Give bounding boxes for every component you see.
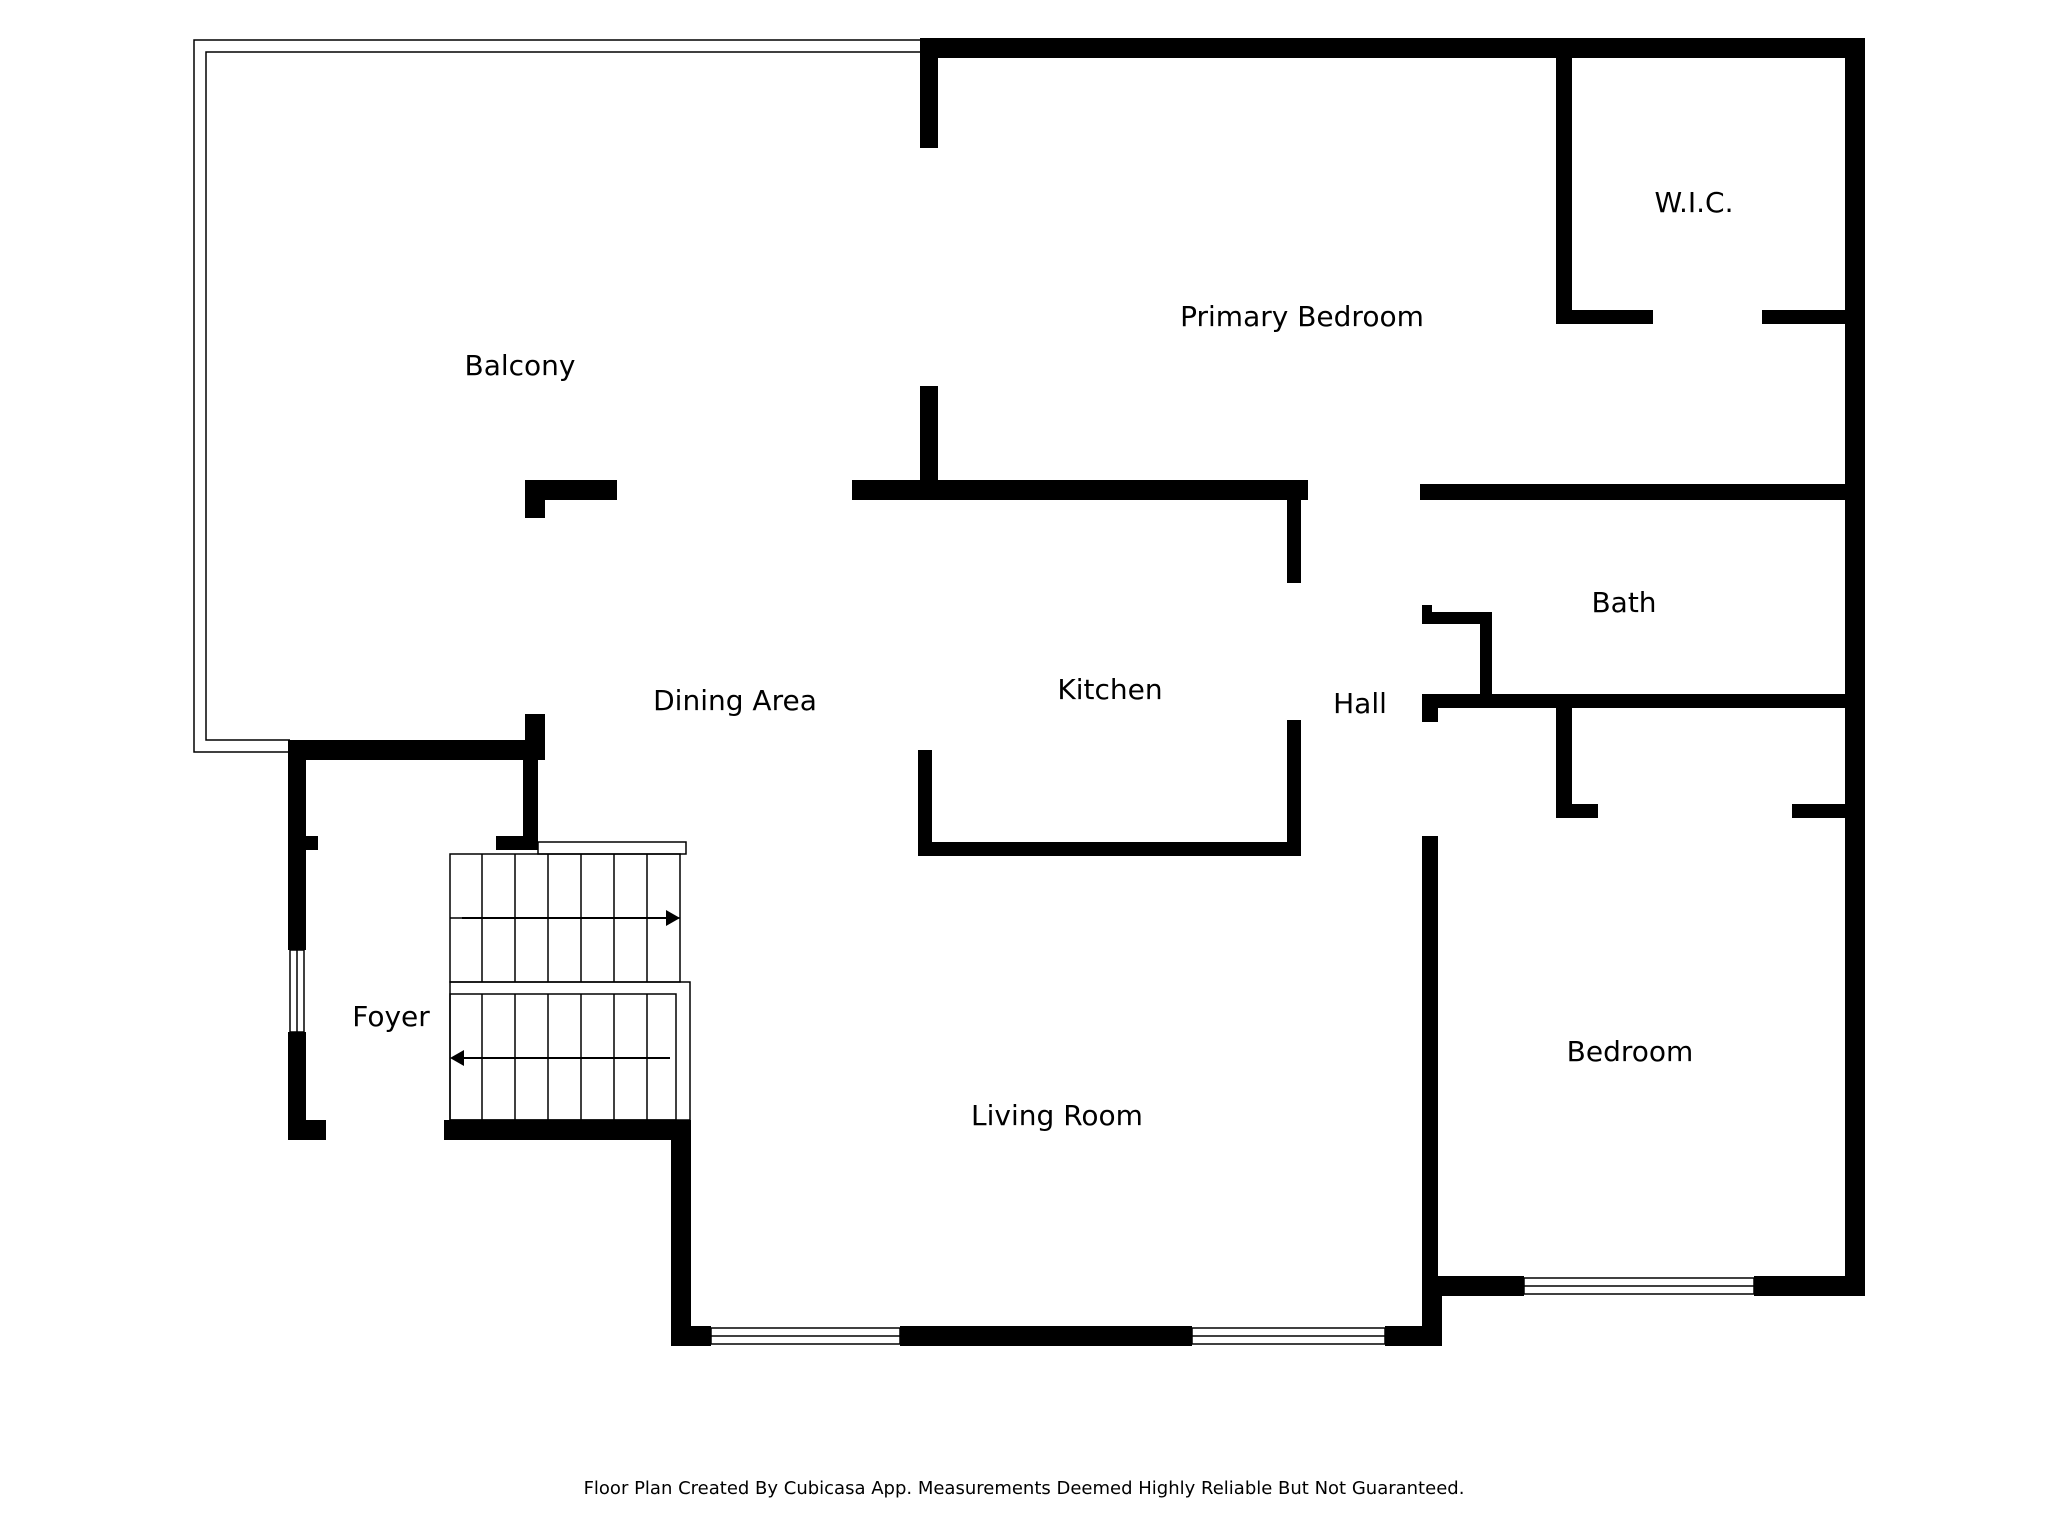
balcony-outline [193,39,923,753]
room-label-hall: Hall [1333,687,1387,720]
room-label-wic: W.I.C. [1655,186,1734,219]
room-label-bath: Bath [1591,586,1656,619]
room-label-bedroom: Bedroom [1567,1035,1694,1068]
room-label-living-room: Living Room [971,1099,1143,1132]
staircase [449,841,691,1121]
room-label-primary-bedroom: Primary Bedroom [1180,300,1424,333]
disclaimer-caption: Floor Plan Created By Cubicasa App. Meas… [583,1478,1465,1499]
room-label-dining-area: Dining Area [653,684,817,717]
windows [289,949,1755,1345]
stair-arrows [450,910,680,1066]
walls [288,38,1865,1346]
room-label-foyer: Foyer [352,1000,430,1033]
room-label-balcony: Balcony [465,349,576,382]
room-label-kitchen: Kitchen [1057,673,1162,706]
